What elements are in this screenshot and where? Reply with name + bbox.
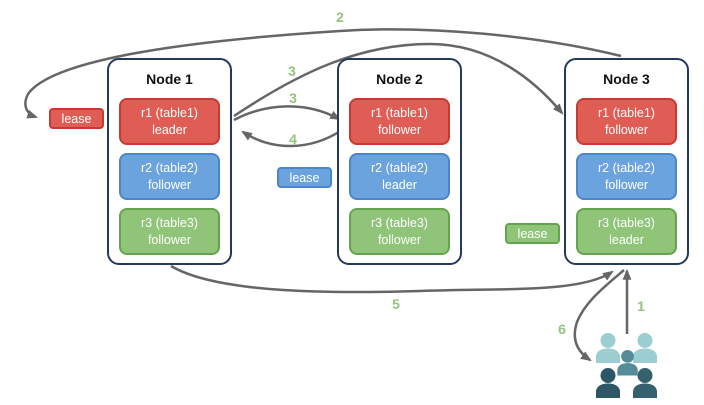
node2-replica-r1: r1 (table1) follower: [349, 98, 450, 145]
replica-role: follower: [147, 232, 192, 247]
replica-role: follower: [377, 122, 422, 137]
replica-name: r3 (table3): [371, 216, 428, 231]
arrow-step-5: [170, 264, 614, 294]
node3-replica-r3: r3 (table3) leader: [576, 208, 677, 255]
step-label-3a: 3: [288, 63, 296, 79]
replica-name: r2 (table2): [141, 161, 198, 176]
node-1-box: Node 1 r1 (table1) leader r2 (table2) fo…: [107, 58, 232, 265]
step-label-3b: 3: [289, 90, 297, 106]
node-3-box: Node 3 r1 (table1) follower r2 (table2) …: [564, 58, 689, 265]
replica-role: follower: [147, 177, 192, 192]
node-3-title: Node 3: [603, 71, 650, 87]
replica-role: follower: [604, 177, 649, 192]
replica-name: r1 (table1): [371, 106, 428, 121]
replica-name: r3 (table3): [598, 216, 655, 231]
replica-name: r1 (table1): [598, 106, 655, 121]
lease-badge-blue: lease: [277, 167, 332, 188]
node1-replica-r2: r2 (table2) follower: [119, 153, 220, 200]
replica-role: leader: [382, 177, 417, 192]
node3-replica-r1: r1 (table1) follower: [576, 98, 677, 145]
node-2-box: Node 2 r1 (table1) follower r2 (table2) …: [337, 58, 462, 265]
replica-role: leader: [609, 232, 644, 247]
node-2-title: Node 2: [376, 71, 423, 87]
replica-role: leader: [152, 122, 187, 137]
node-1-title: Node 1: [146, 71, 193, 87]
replica-role: follower: [377, 232, 422, 247]
lease-badge-red: lease: [49, 108, 104, 129]
step-label-4: 4: [289, 131, 297, 147]
node2-replica-r3: r3 (table3) follower: [349, 208, 450, 255]
replica-name: r2 (table2): [598, 161, 655, 176]
replica-name: r2 (table2): [371, 161, 428, 176]
step-label-1: 1: [637, 298, 645, 314]
replica-name: r3 (table3): [141, 216, 198, 231]
arrow-step-3-to-node2: [233, 105, 341, 122]
replica-role: follower: [604, 122, 649, 137]
node2-replica-r2: r2 (table2) leader: [349, 153, 450, 200]
lease-badge-green: lease: [505, 223, 560, 244]
step-label-5: 5: [392, 296, 400, 312]
replica-name: r1 (table1): [141, 106, 198, 121]
users-group-icon: [596, 333, 657, 398]
node1-replica-r1: r1 (table1) leader: [119, 98, 220, 145]
step-label-6: 6: [558, 321, 566, 337]
step-label-2: 2: [336, 9, 344, 25]
node1-replica-r3: r3 (table3) follower: [119, 208, 220, 255]
node3-replica-r2: r2 (table2) follower: [576, 153, 677, 200]
